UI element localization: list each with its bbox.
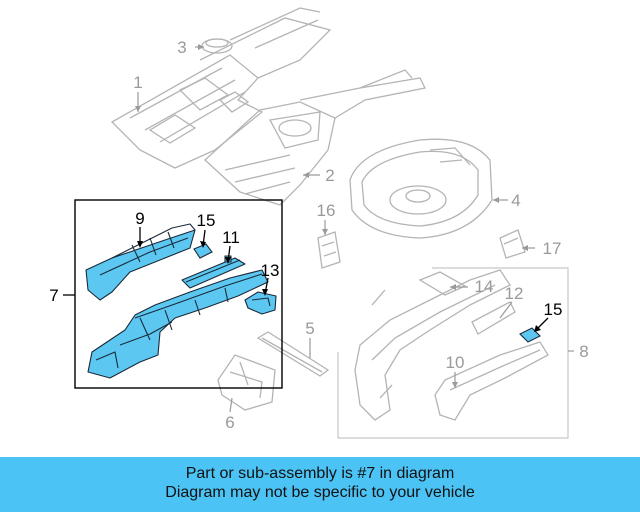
callout-4: 4 bbox=[511, 191, 520, 210]
caption-line-1: Part or sub-assembly is #7 in diagram bbox=[185, 465, 455, 482]
part-bracket-13 bbox=[244, 291, 277, 315]
callout-15-right: 15 bbox=[544, 300, 563, 319]
part-main-rail-7 bbox=[87, 269, 269, 379]
group-box-8 bbox=[337, 267, 569, 439]
callout-9: 9 bbox=[135, 209, 144, 228]
part-crossmember-5 bbox=[256, 331, 330, 377]
callout-17: 17 bbox=[543, 239, 562, 258]
callout-8: 8 bbox=[579, 342, 588, 361]
callout-2: 2 bbox=[325, 166, 334, 185]
callout-13: 13 bbox=[261, 261, 280, 280]
leader-arrowheads-dark bbox=[137, 241, 541, 332]
callout-10: 10 bbox=[446, 353, 465, 372]
leader-arrowheads-grey bbox=[135, 44, 528, 388]
callout-12: 12 bbox=[505, 284, 524, 303]
part-bracket-16 bbox=[317, 231, 341, 269]
callout-7: 7 bbox=[49, 286, 58, 305]
parts-diagram: 3 1 2 4 16 17 14 12 5 8 10 6 7 9 15 11 1… bbox=[49, 7, 589, 439]
callout-1: 1 bbox=[133, 73, 142, 92]
part-rear-rail-assembly-8 bbox=[354, 269, 549, 421]
part-spare-tire-well bbox=[349, 138, 493, 239]
part-plate-15a bbox=[193, 243, 213, 259]
callout-6: 6 bbox=[225, 413, 234, 432]
part-bracket-6 bbox=[217, 354, 276, 411]
callout-11: 11 bbox=[222, 228, 240, 247]
part-bracket-17 bbox=[499, 229, 526, 259]
callout-16: 16 bbox=[317, 201, 336, 220]
callout-14: 14 bbox=[475, 277, 494, 296]
callout-15-left: 15 bbox=[197, 211, 216, 230]
caption-line-2: Diagram may not be specific to your vehi… bbox=[165, 484, 475, 501]
callout-5: 5 bbox=[305, 319, 314, 338]
part-floor-pan-rear bbox=[204, 69, 426, 206]
part-floor-pan-front bbox=[110, 7, 332, 169]
callout-3: 3 bbox=[177, 38, 186, 57]
caption-banner: Part or sub-assembly is #7 in diagram Di… bbox=[0, 457, 640, 512]
group-box-7 bbox=[74, 199, 283, 389]
